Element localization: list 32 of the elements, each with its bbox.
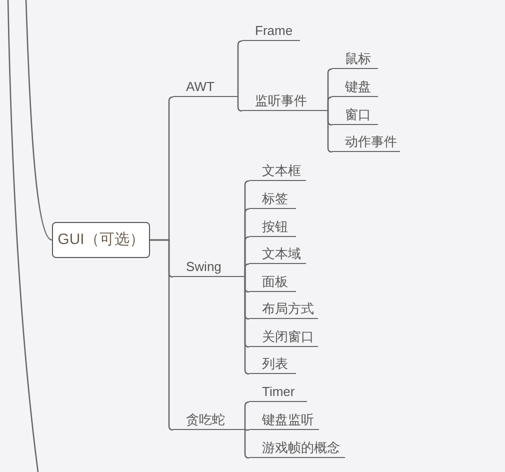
topic-label: 面板 — [249, 272, 296, 292]
topic-label: 动作事件 — [332, 132, 400, 152]
topic-label: 监听事件 — [242, 91, 328, 111]
branch-line — [25, 0, 52, 241]
topic-label: 键盘监听 — [249, 410, 319, 430]
branch-line — [327, 110, 332, 153]
topic-label: 贪吃蛇 — [173, 410, 245, 430]
topic-label: Frame — [242, 21, 300, 41]
topic-label: 鼠标 — [332, 49, 378, 69]
topic-label: 标签 — [249, 189, 296, 209]
topic-label: 文本域 — [249, 244, 306, 264]
topic-label: 游戏帧的概念 — [249, 438, 345, 458]
branch-line — [237, 40, 242, 98]
branch-line — [150, 239, 174, 431]
branch-line — [244, 429, 249, 431]
root-topic-box: GUI（可选） — [52, 222, 150, 258]
branch-line — [244, 263, 250, 278]
topic-label: 关闭窗口 — [249, 327, 318, 347]
topic-label: 键盘 — [332, 77, 378, 97]
topic-label: 文本框 — [249, 161, 306, 181]
topic-label: Timer — [249, 382, 307, 402]
topic-label: 按钮 — [249, 217, 296, 237]
topic-label: Swing — [173, 257, 245, 277]
topic-label: AWT — [173, 77, 238, 97]
branch-line — [237, 96, 242, 112]
topic-label: 窗口 — [332, 105, 378, 125]
topic-label: 布局方式 — [249, 299, 318, 319]
topic-label: 列表 — [249, 354, 296, 374]
branch-line — [244, 276, 250, 375]
branch-line — [244, 401, 250, 431]
branch-line — [244, 429, 250, 459]
branch-line — [327, 96, 332, 112]
